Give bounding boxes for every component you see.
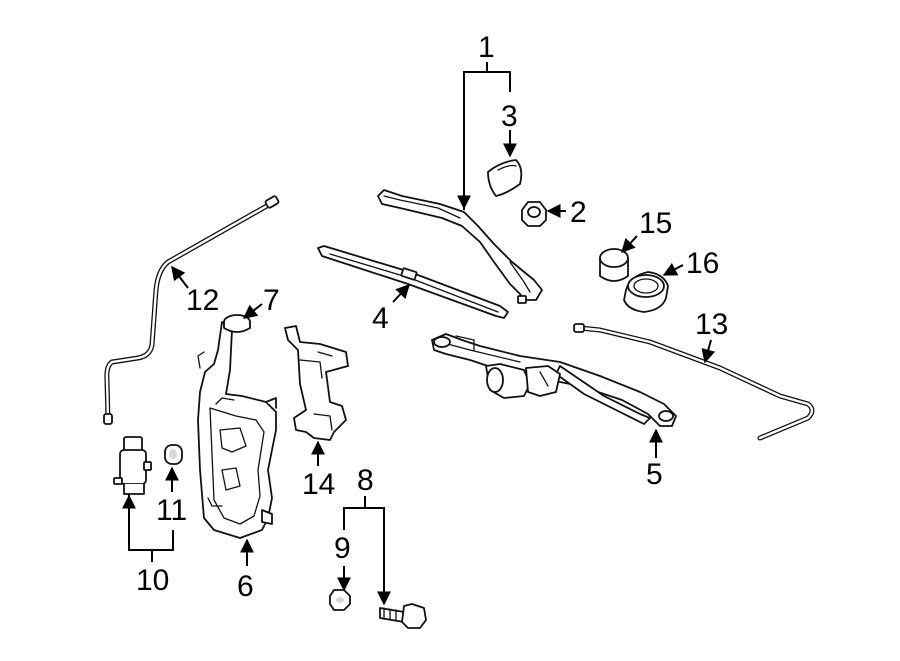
washer-hose-left: [103, 195, 280, 425]
callout-2: 2: [570, 196, 587, 229]
callout-12: 12: [186, 284, 219, 317]
washer-pump: [113, 436, 152, 495]
callout-6: 6: [237, 570, 254, 603]
washer-hose-right: [573, 323, 815, 441]
callout-7: 7: [263, 284, 280, 317]
leaders: [122, 62, 716, 606]
callout-10: 10: [136, 564, 169, 597]
arm-nut: [521, 201, 547, 227]
mounting-bolt: [379, 603, 427, 629]
callout-11: 11: [156, 494, 187, 527]
pump-grommet: [164, 444, 183, 465]
pivot-bushing: [623, 271, 669, 313]
callout-1: 1: [478, 31, 495, 64]
wiper-blade: [317, 245, 509, 319]
callout-16: 16: [686, 247, 719, 280]
callout-8: 8: [357, 464, 374, 497]
arm-cap: [487, 159, 523, 197]
callout-15: 15: [639, 207, 672, 240]
hex-nut: [329, 589, 351, 611]
reservoir-bracket: [284, 325, 349, 441]
wiper-arm: [377, 189, 543, 304]
washer-reservoir: [197, 321, 277, 539]
wiper-linkage-motor: [431, 333, 677, 427]
callout-13: 13: [695, 308, 728, 341]
callout-4: 4: [372, 302, 389, 335]
callout-9: 9: [334, 532, 351, 565]
callout-14: 14: [302, 468, 335, 501]
callout-labels: 1 3 2 15 16 4 12 7 13 5 14 8 11 9 10 6: [136, 31, 728, 603]
callout-5: 5: [646, 458, 663, 491]
pivot-cap: [599, 248, 629, 282]
callout-3: 3: [501, 100, 518, 133]
